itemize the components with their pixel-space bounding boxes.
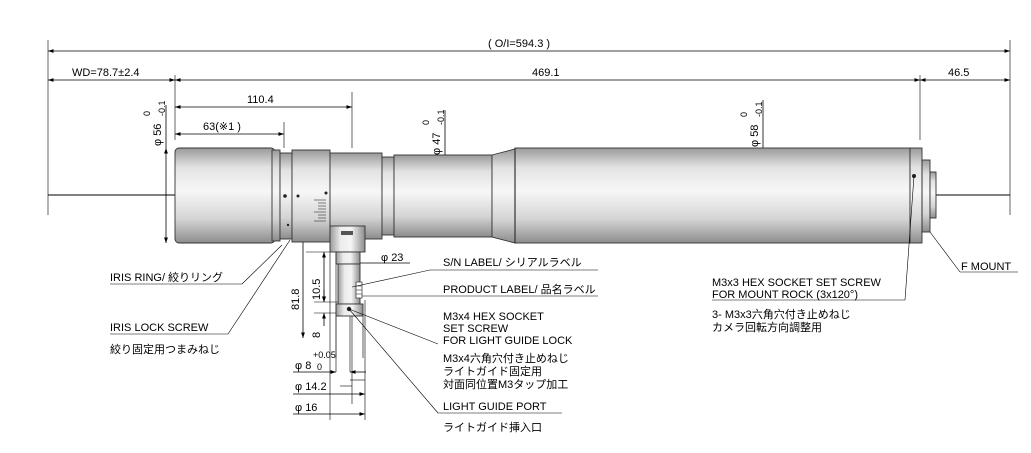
diameter-16-label: φ 16 [295, 402, 317, 414]
mount-screw-callout-en-1: M3x3 HEX SOCKET SET SCREW [712, 277, 882, 289]
diameter-47-label: φ 47 [431, 133, 443, 155]
iris-ring-callout: IRIS RING/ 絞りリング [110, 270, 223, 284]
hex-screw-callout-en-3: FOR LIGHT GUIDE LOCK [443, 335, 573, 347]
diameter-56-label: φ 56 [152, 124, 164, 146]
iris-ring [174, 147, 276, 244]
overall-length-label: ( O/I=594.3 ) [488, 38, 550, 50]
iris-scale-ticks [314, 199, 326, 222]
main-barrel [514, 147, 911, 244]
lens-body [174, 147, 937, 358]
diameter-58-tol-lower: -0.1 [754, 101, 764, 117]
working-distance-label: WD=78.7±2.4 [72, 67, 140, 79]
mount-screw-callout-ja-1: 3- M3x3六角穴付き止めねじ [712, 307, 851, 321]
hex-screw-callout-ja-2: ライトガイド固定用 [443, 364, 542, 378]
diameter-56-tol-upper: 0 [142, 111, 152, 116]
callout-text: IRIS RING/ 絞りリング IRIS LOCK SCREW 絞り固定用つま… [110, 257, 1011, 434]
hex-screw-callout-ja-3: 対面同位置M3タップ加工 [443, 377, 568, 391]
mount-screw-callout-ja-2: カメラ回転方向調整用 [712, 320, 822, 334]
iris-lock-callout-ja: 絞り固定用つまみねじ [110, 342, 220, 356]
product-label-callout: PRODUCT LABEL/ 品名ラベル [443, 282, 596, 296]
height-10-5-label: 10.5 [311, 279, 323, 300]
light-guide-port-callout-en: LIGHT GUIDE PORT [443, 401, 547, 413]
diameter-23-label: φ 23 [381, 252, 403, 264]
diameter-56-tol-lower: -0.1 [157, 100, 167, 116]
hex-screw-callout-en-1: M3x4 HEX SOCKET [443, 311, 544, 323]
f-mount-flange [921, 159, 931, 233]
mount-length-label: 46.5 [948, 67, 969, 79]
hex-screw-callout-en-2: SET SCREW [443, 323, 509, 335]
diameter-58-label: φ 58 [749, 125, 761, 147]
f-mount-callout: F MOUNT [961, 261, 1011, 273]
height-8-label: 8 [311, 332, 323, 338]
iris-index-dot [283, 194, 287, 198]
diameter-47-tol-upper: 0 [421, 120, 431, 125]
diameter-8-tol-upper: +0.05 [313, 350, 336, 360]
mount-screw-callout-en-2: FOR MOUNT ROCK (3x120°) [712, 289, 858, 301]
main-length-label: 469.1 [532, 67, 560, 79]
diameter-8-tol-lower: 0 [317, 362, 322, 372]
iris-lock-callout-en: IRIS LOCK SCREW [110, 322, 209, 334]
dimension-text: ( O/I=594.3 ) WD=78.7±2.4 469.1 46.5 110… [72, 38, 969, 414]
length-110-label: 110.4 [247, 94, 274, 106]
length-63-label: 63(※1 ) [203, 121, 241, 133]
hex-screw-callout-ja-1: M3x4六角穴付き止めねじ [443, 351, 569, 365]
diameter-14-2-label: φ 14.2 [295, 381, 327, 393]
height-81-8-label: 81.8 [290, 289, 302, 310]
diameter-58-tol-upper: 0 [739, 112, 749, 117]
light-guide-port [329, 225, 366, 253]
diameter-47-tol-lower: -0.1 [436, 109, 446, 125]
diameter-8-label: φ 8 [295, 360, 311, 372]
leader-lines [110, 175, 1018, 414]
sn-label-callout: S/N LABEL/ シリアルラベル [443, 257, 582, 269]
light-guide-port-callout-ja: ライトガイド挿入口 [443, 420, 542, 434]
